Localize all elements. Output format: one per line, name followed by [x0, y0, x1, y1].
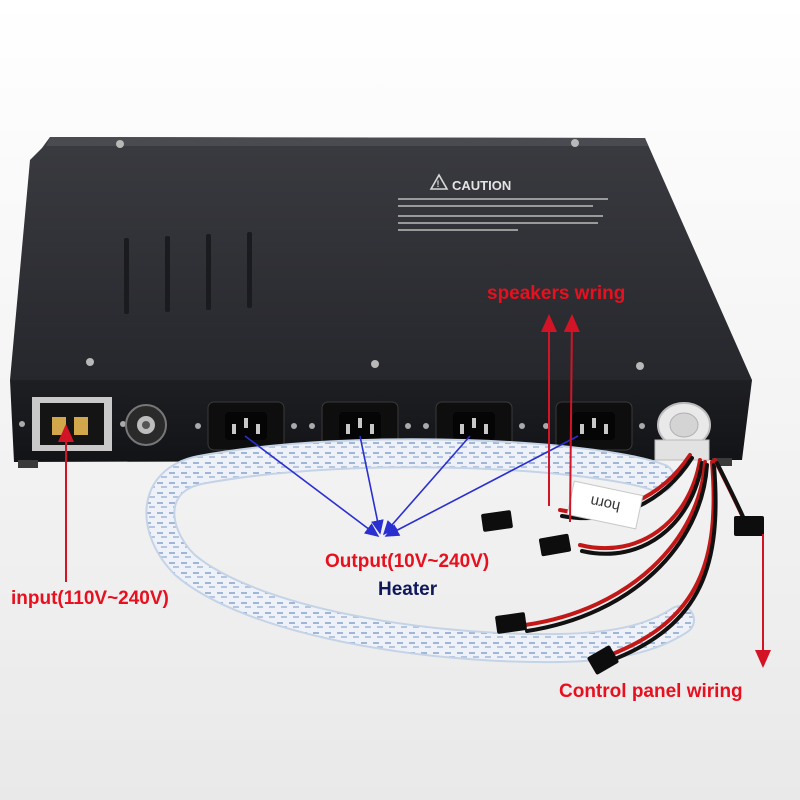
speakers-wiring-label: speakers wring	[487, 283, 626, 304]
input-socket	[19, 397, 126, 451]
horn-tag-text: horn	[589, 492, 622, 515]
wire-harness	[523, 453, 749, 662]
breaker	[125, 404, 167, 446]
foot	[712, 458, 732, 466]
caution-label: ! CAUTION	[398, 173, 608, 231]
warning-triangle-icon	[429, 173, 449, 190]
vent-slots	[124, 232, 252, 314]
control-panel-wiring-label: Control panel wiring	[559, 681, 743, 702]
arrow-icon	[244, 435, 380, 537]
chassis-top	[10, 137, 752, 380]
screws	[86, 139, 644, 370]
arrow-icon	[359, 435, 384, 535]
label-arrows	[58, 314, 771, 668]
chassis-edge	[46, 137, 648, 146]
heater-label: Heater	[378, 579, 438, 600]
horn-tag: horn	[566, 480, 644, 530]
arrow-icon	[563, 314, 580, 523]
output-voltage-label: Output(10V~240V)	[325, 551, 490, 572]
arrow-icon	[384, 435, 579, 537]
arrow-icon	[382, 435, 471, 536]
connectors	[481, 510, 764, 675]
caution-title: CAUTION	[452, 178, 511, 193]
output-arrows	[244, 435, 579, 537]
svg-text:!: !	[437, 179, 440, 189]
foot	[18, 460, 38, 468]
input-voltage-label: input(110V~240V)	[11, 588, 169, 609]
cable-gland	[654, 402, 711, 461]
